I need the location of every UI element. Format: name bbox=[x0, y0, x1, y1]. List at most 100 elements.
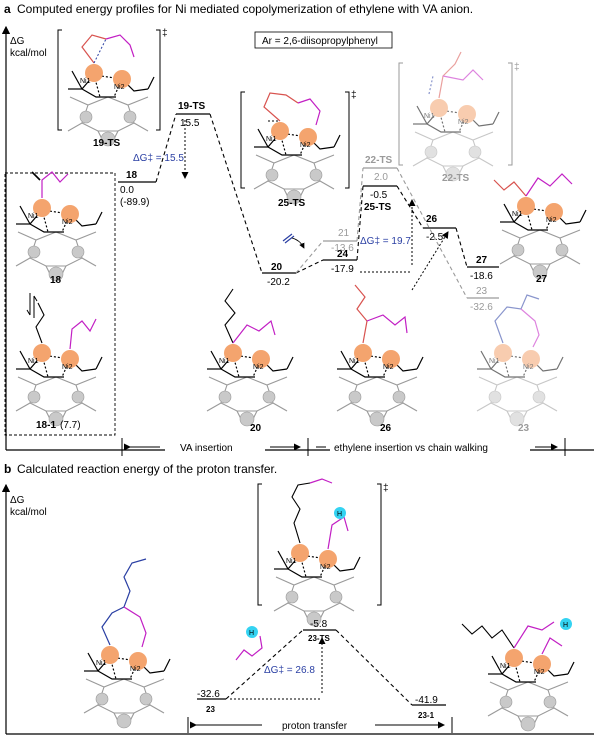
s19ts-ni1: Ni1 bbox=[80, 78, 91, 85]
s20-ni2: Ni2 bbox=[253, 364, 264, 371]
struct-energy-18-1: (7.7) bbox=[60, 420, 81, 431]
value-b-23: -32.6 bbox=[197, 689, 220, 700]
value-27: -18.6 bbox=[470, 271, 493, 282]
dagger-19ts: ‡ bbox=[162, 28, 168, 39]
structure-23-b bbox=[83, 558, 171, 729]
panel-b-letter: b bbox=[4, 462, 11, 476]
value-19ts: 15.5 bbox=[180, 118, 200, 129]
conn-19ts-20 bbox=[209, 113, 263, 274]
barrier-b-label: ΔG‡ = 26.8 bbox=[264, 665, 315, 676]
value-22ts: 2.0 bbox=[374, 172, 388, 183]
ethylene-icon bbox=[282, 233, 305, 249]
dagger-23ts: ‡ bbox=[383, 483, 389, 494]
panel-a-axis-unit: kcal/mol bbox=[10, 48, 47, 59]
value-21: -13.6 bbox=[331, 243, 354, 254]
box-18 bbox=[4, 172, 116, 436]
label-26: 26 bbox=[426, 214, 438, 225]
label-25ts: 25-TS bbox=[364, 202, 392, 213]
s23ts-ni1: Ni1 bbox=[286, 558, 297, 565]
label-18: 18 bbox=[126, 170, 138, 181]
struct-label-26: 26 bbox=[380, 423, 392, 434]
barrier1-label: ΔG‡ = 15.5 bbox=[133, 153, 184, 164]
structure-18-1 bbox=[15, 302, 103, 427]
structure-19ts bbox=[67, 34, 155, 147]
panel-a-letter: a bbox=[4, 2, 11, 16]
bracket-23ts bbox=[257, 483, 382, 606]
value-20: -20.2 bbox=[267, 277, 290, 288]
conn-24-25ts bbox=[356, 185, 364, 261]
panel-a-title: Computed energy profiles for Ni mediated… bbox=[17, 2, 473, 16]
stage-va-bg bbox=[165, 441, 265, 453]
s18-ni2: Ni2 bbox=[62, 219, 73, 226]
value-26: -2.5 bbox=[426, 232, 444, 243]
panel-a-axis-label: ΔG bbox=[10, 36, 25, 47]
s23-ni1: Ni1 bbox=[489, 358, 500, 365]
struct-label-19ts: 19-TS bbox=[93, 138, 121, 149]
s22ts-ni2: Ni2 bbox=[458, 119, 469, 126]
stage-b-bg bbox=[266, 719, 371, 731]
label-23: 23 bbox=[476, 286, 488, 297]
label-19ts: 19-TS bbox=[178, 101, 206, 112]
s27-ni2: Ni2 bbox=[546, 217, 557, 224]
stage-eth-bg bbox=[330, 441, 530, 453]
s231-ni1: Ni1 bbox=[500, 663, 511, 670]
structure-20 bbox=[206, 288, 294, 427]
fragment-h: H bbox=[249, 630, 254, 637]
s181-ni2: Ni2 bbox=[62, 364, 73, 371]
conn-22ts-23 bbox=[396, 167, 468, 299]
structure-23 bbox=[476, 294, 564, 427]
structure-23ts bbox=[273, 478, 361, 627]
struct-label-22ts: 22-TS bbox=[442, 173, 470, 184]
struct-label-27: 27 bbox=[536, 274, 548, 285]
bracket-22ts bbox=[398, 62, 513, 166]
s20-ni1: Ni1 bbox=[219, 358, 230, 365]
equilibrium-icon bbox=[26, 293, 38, 318]
value-23: -32.6 bbox=[470, 302, 493, 313]
dagger-25ts: ‡ bbox=[351, 90, 357, 101]
s25ts-ni2: Ni2 bbox=[300, 142, 311, 149]
bracket-19ts bbox=[57, 29, 161, 131]
structure-18 bbox=[15, 171, 103, 282]
conn-25ts-26 bbox=[396, 185, 424, 229]
h-atom-23ts-icon bbox=[334, 507, 346, 519]
struct-label-23: 23 bbox=[518, 423, 530, 434]
stage-va-label: VA insertion bbox=[180, 443, 233, 454]
ar-note: Ar = 2,6-diisopropylphenyl bbox=[262, 36, 378, 47]
s231-ni2: Ni2 bbox=[534, 669, 545, 676]
value-b-231: -41.9 bbox=[415, 695, 438, 706]
s23ts-h: H bbox=[337, 511, 342, 518]
s27-ni1: Ni1 bbox=[512, 211, 523, 218]
structure-23-1 bbox=[461, 621, 575, 732]
value-24: -17.9 bbox=[331, 264, 354, 275]
panel-b-axis-label: ΔG bbox=[10, 495, 25, 506]
s26-ni1: Ni1 bbox=[349, 358, 360, 365]
struct-label-18: 18 bbox=[50, 275, 62, 286]
stage-arrow-b bbox=[187, 717, 453, 733]
struct-label-18-1: 18-1 bbox=[36, 420, 56, 431]
label-22ts: 22-TS bbox=[365, 155, 393, 166]
conn-21-22ts bbox=[356, 167, 364, 242]
value2-18: (-89.9) bbox=[120, 197, 149, 208]
stage-eth-label: ethylene insertion vs chain walking bbox=[334, 443, 488, 454]
s23b-ni2: Ni2 bbox=[130, 666, 141, 673]
dagger-22ts: ‡ bbox=[514, 62, 520, 73]
label-21: 21 bbox=[338, 228, 350, 239]
panel-b-title: Calculated reaction energy of the proton… bbox=[17, 462, 277, 476]
s22ts-ni1: Ni1 bbox=[424, 113, 435, 120]
label-b-23: 23 bbox=[206, 705, 215, 714]
barrier2-label: ΔG‡ = 19.7 bbox=[360, 236, 411, 247]
conn-b-23-23ts bbox=[225, 629, 304, 700]
s23b-ni1: Ni1 bbox=[96, 660, 107, 667]
value-18: 0.0 bbox=[120, 185, 134, 196]
struct-label-25ts: 25-TS bbox=[278, 198, 306, 209]
stage-arrows-a bbox=[121, 438, 566, 456]
bracket-25ts bbox=[240, 91, 350, 189]
conn-20-21 bbox=[295, 240, 324, 274]
acrylic-fragment bbox=[235, 626, 263, 661]
struct-label-20: 20 bbox=[250, 423, 262, 434]
s23ts-ni2: Ni2 bbox=[320, 564, 331, 571]
s18-ni1: Ni1 bbox=[28, 213, 39, 220]
s231-h: H bbox=[563, 622, 568, 629]
s26-ni2: Ni2 bbox=[383, 364, 394, 371]
